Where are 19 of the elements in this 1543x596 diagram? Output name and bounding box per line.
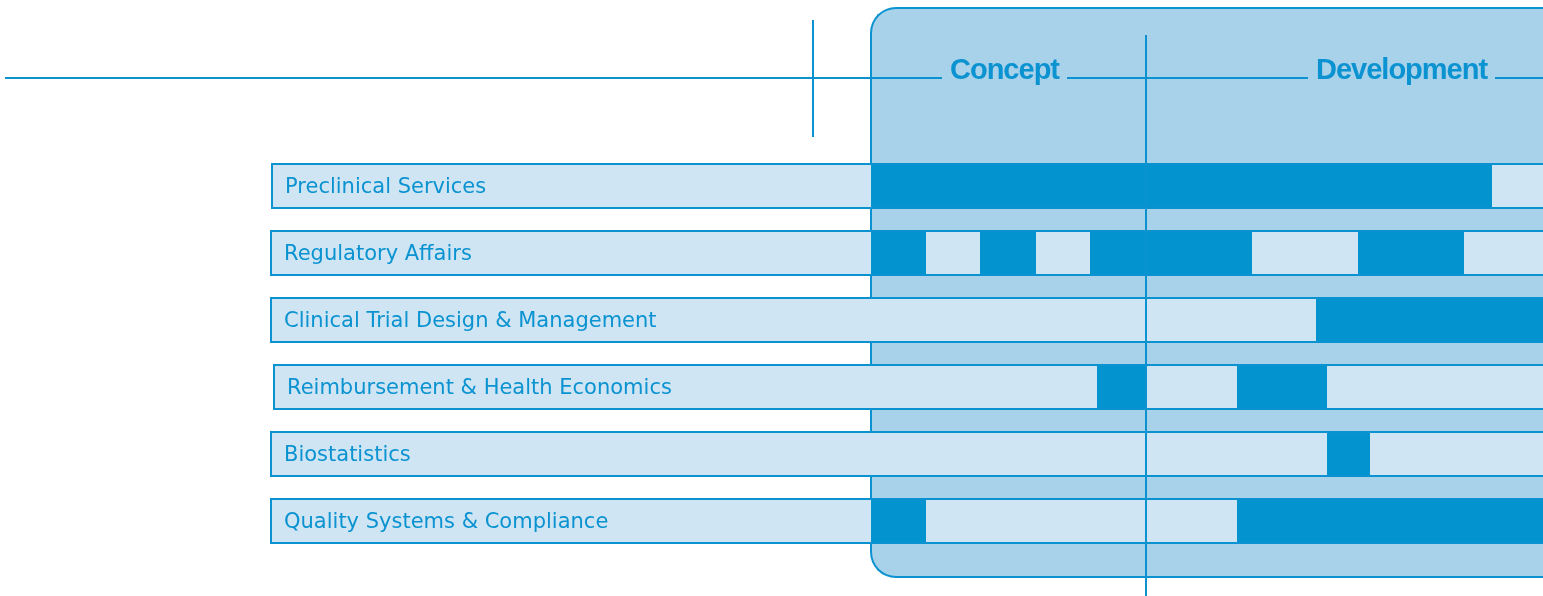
activity-bar — [1327, 433, 1370, 475]
row-label: Preclinical Services — [285, 173, 487, 200]
service-row-bar — [273, 364, 1543, 410]
row-label: Quality Systems & Compliance — [284, 508, 609, 535]
row-label: Reimbursement & Health Economics — [287, 374, 672, 401]
activity-bar — [1237, 500, 1543, 542]
row-label: Clinical Trial Design & Management — [284, 307, 657, 334]
row-label: Regulatory Affairs — [284, 240, 472, 267]
activity-bar — [1358, 232, 1464, 274]
activity-bar — [871, 165, 1492, 207]
service-row-bar — [270, 431, 1543, 477]
activity-bar — [1316, 299, 1543, 341]
activity-bar — [1090, 232, 1252, 274]
activity-bar — [871, 232, 926, 274]
activity-bar — [980, 232, 1036, 274]
activity-bar — [1237, 366, 1327, 408]
activity-bar — [871, 500, 926, 542]
activity-bar — [1097, 366, 1146, 408]
row-label: Biostatistics — [284, 441, 411, 468]
